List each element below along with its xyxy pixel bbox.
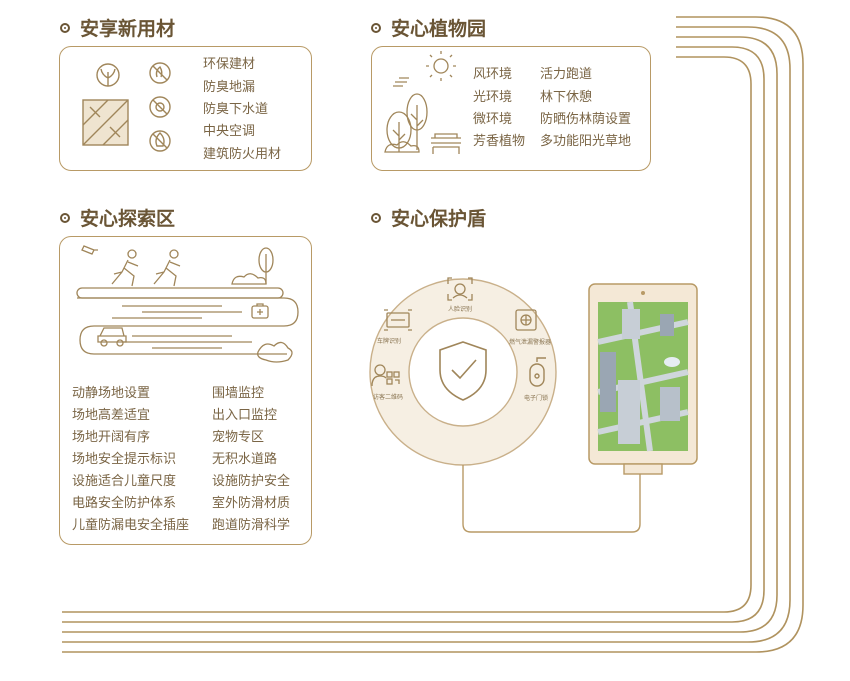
connector-line [462,465,641,533]
face-id-icon [447,277,473,301]
cloud-icon [231,273,267,285]
tree-icon [258,247,274,284]
smartphone-icon [588,283,698,475]
sun-icon [426,51,456,81]
garden-item: 风环境 [473,67,513,82]
bush-icon [384,141,420,153]
bullet-icon [60,212,70,223]
material-item: 环保建材 [203,57,256,72]
wood-floor-icon [82,99,129,146]
runner-icon [153,249,181,287]
bullet-icon [371,22,381,33]
explore-item: 设施适合儿童尺度 [72,474,177,489]
explore-item: 设施防护安全 [212,474,291,489]
materials-icons [82,62,171,152]
garden-item: 林下休憩 [540,90,593,105]
license-plate-icon [384,309,412,331]
plate-recognition-label: 车牌识别 [377,338,402,345]
no-odor-icon [149,96,171,118]
section-title-text: 安心保护盾 [391,208,487,230]
garden-item: 活力跑道 [540,67,593,82]
garden-item: 芳香植物 [473,134,526,149]
gas-alarm-icon [515,309,537,331]
runner-icon [111,249,139,287]
section-title-materials: 安享新用材 [60,14,175,41]
explore-item: 场地安全提示标识 [72,452,177,467]
pet-icon [257,341,293,363]
explore-item: 电路安全防护体系 [72,496,177,511]
gas-alarm-label: 燃气泄漏警报器 [509,339,552,346]
garden-item: 防晒伤林荫设置 [540,112,632,127]
material-item: 防臭地漏 [203,80,256,95]
door-lock-icon [529,357,546,387]
explore-item: 宠物专区 [212,430,265,445]
garden-item: 微环境 [473,112,513,127]
explore-item: 室外防滑材质 [212,496,291,511]
explore-item: 动静场地设置 [72,386,151,401]
explore-item: 场地高差适宜 [72,408,151,423]
explore-item: 无积水道路 [212,452,278,467]
section-title-garden: 安心植物园 [371,14,486,41]
garden-card [371,46,651,171]
explore-item: 出入口监控 [212,408,278,423]
visitor-qr-icon [371,364,400,387]
shield-check-icon [439,341,487,401]
door-lock-label: 电子门锁 [524,395,549,402]
no-smoke-icon [149,62,171,84]
no-fire-icon [149,130,171,152]
section-title-text: 安心植物园 [391,18,487,40]
material-item: 防臭下水道 [203,102,269,117]
leaf-icon [96,63,120,87]
visitor-qr-label: 访客二维码 [373,394,404,401]
tree-icon [406,93,428,150]
explore-item: 围墙监控 [212,386,265,401]
tree-icon [386,111,412,152]
first-aid-icon [251,303,269,319]
car-icon [97,327,127,347]
section-title-text: 安享新用材 [80,18,176,40]
camera-icon [81,245,98,255]
garden-illustration [384,51,461,154]
shield-diagram [369,277,698,533]
explore-illustration [76,245,299,363]
explore-item: 儿童防漏电安全插座 [72,518,190,533]
material-item: 建筑防火用材 [203,147,282,162]
face-recognition-label: 人脸识别 [448,306,473,313]
bench-icon [431,133,461,154]
section-title-shield: 安心保护盾 [371,204,486,231]
section-title-text: 安心探索区 [80,208,176,230]
explore-item: 跑道防滑科学 [212,518,291,533]
material-item: 中央空调 [203,124,256,139]
garden-item: 光环境 [473,90,513,105]
explore-item: 场地开阔有序 [72,430,151,445]
bullet-icon [60,22,70,33]
garden-item: 多功能阳光草地 [540,134,632,149]
wind-icon [393,77,409,87]
bullet-icon [371,212,381,223]
section-title-explore: 安心探索区 [60,204,175,231]
